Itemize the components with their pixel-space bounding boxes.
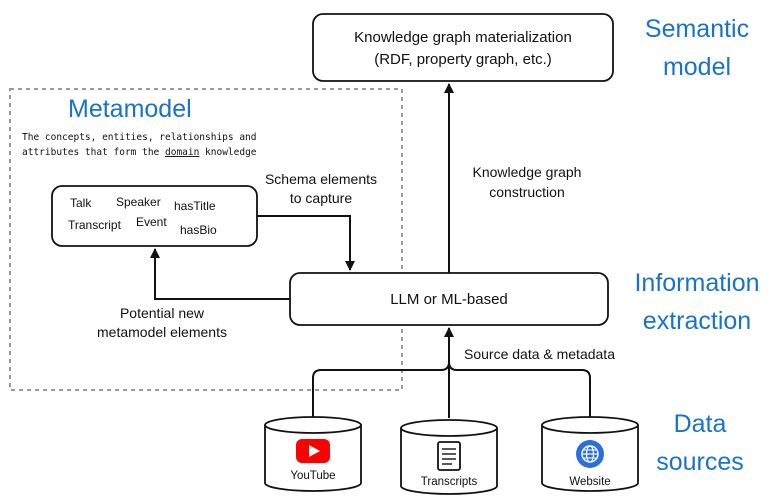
youtube-icon [296, 439, 330, 463]
data-sources-label-line1: Data [674, 410, 727, 438]
term-transcript: Transcript [68, 218, 122, 232]
kg-construction-label-line1: Knowledge graph [473, 164, 582, 180]
information-extraction-label-line2: extraction [643, 307, 751, 335]
term-hasbio: hasBio [180, 223, 217, 237]
kg-materialization-box [312, 13, 614, 82]
metamodel-region [9, 88, 403, 391]
globe-icon [576, 440, 604, 468]
metamodel-description-line2: attributes that form the domain knowledg… [22, 147, 257, 158]
potential-new-elements-arrow [150, 248, 290, 300]
schema-elements-label-line2: to capture [290, 190, 352, 206]
transcripts-label: Transcripts [421, 476, 478, 488]
website-connector [448, 361, 591, 418]
semantic-model-label-line1: Semantic [645, 15, 749, 43]
website-database: Website [541, 416, 639, 492]
youtube-database: YouTube [264, 416, 362, 492]
potential-new-label-line2: metamodel elements [97, 324, 227, 340]
potential-new-label-line1: Potential new [120, 305, 205, 321]
term-talk: Talk [70, 196, 92, 210]
term-hastitle: hasTitle [174, 199, 216, 213]
youtube-label: YouTube [290, 470, 335, 482]
metamodel-title: Metamodel [68, 95, 192, 123]
data-sources-label-line2: sources [656, 448, 744, 476]
kg-materialization-line2: (RDF, property graph, etc.) [374, 51, 552, 68]
information-extraction-label-line1: Information [634, 269, 759, 297]
kg-materialization-line1: Knowledge graph materialization [354, 29, 572, 46]
metamodel-description-line1: The concepts, entities, relationships an… [22, 132, 257, 143]
schema-elements-label-line1: Schema elements [265, 171, 377, 187]
semantic-model-label-line2: model [663, 53, 731, 81]
schema-elements-arrow [257, 215, 355, 271]
transcripts-database: Transcripts [400, 419, 498, 495]
website-label: Website [569, 476, 610, 488]
domain-word: domain [165, 147, 199, 158]
llm-label: LLM or ML-based [390, 291, 508, 308]
kg-construction-label-line2: construction [489, 184, 564, 200]
document-icon [437, 441, 461, 471]
term-event: Event [136, 215, 167, 229]
term-speaker: Speaker [116, 195, 161, 209]
source-data-label: Source data & metadata [464, 346, 615, 362]
